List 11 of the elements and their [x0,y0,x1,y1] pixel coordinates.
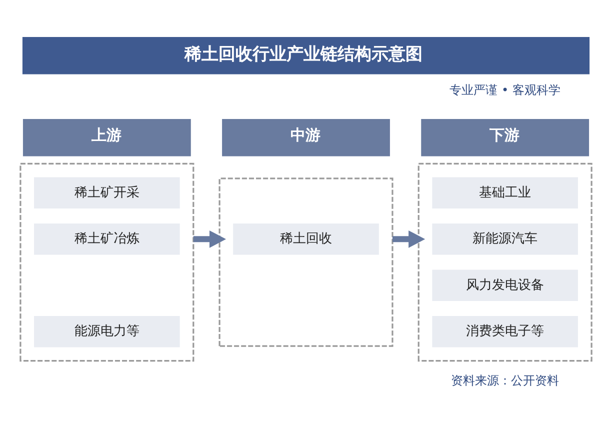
node-box: 下游 [421,118,590,156]
label: 专业严谨 • 客观科学 [450,82,560,97]
cluster [218,178,394,347]
node-box: 上游 [22,118,191,156]
arrow [193,230,226,248]
arrow [392,230,426,248]
node-box: 中游 [222,118,390,156]
diagram-title: 稀土回收行业产业链结构示意图 [184,44,422,64]
cluster [418,162,592,362]
label: 资料来源：公开资料 [451,374,560,388]
cluster [20,162,194,362]
